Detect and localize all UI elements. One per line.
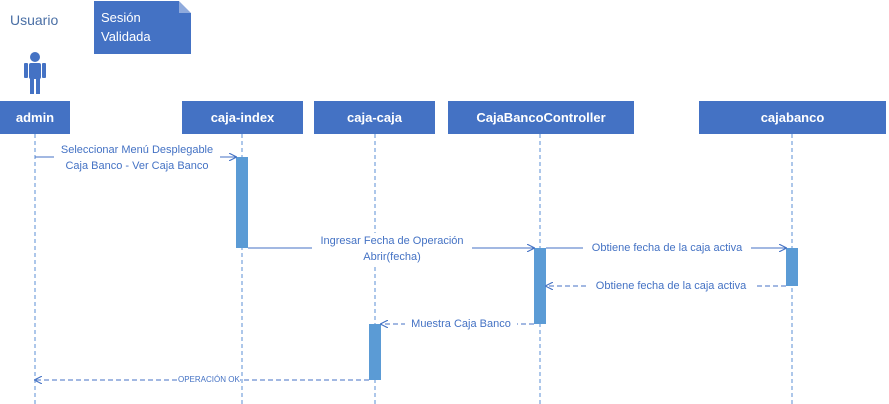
participant-admin: admin xyxy=(0,101,70,134)
note-line-2: Validada xyxy=(101,29,151,44)
participant-caja-caja: caja-caja xyxy=(314,101,435,134)
message-label-3: Obtiene fecha de la caja activa xyxy=(583,240,751,256)
message-label-2: Ingresar Fecha de Operación Abrir(fecha) xyxy=(312,233,472,265)
message-label-6: OPERACIÓN OK xyxy=(178,375,240,384)
participant-cajabanco-controller: CajaBancoController xyxy=(448,101,634,134)
session-note: Sesión Validada xyxy=(94,1,191,54)
message-label-5: Muestra Caja Banco xyxy=(405,316,517,332)
message-label-1-line-2: Caja Banco - Ver Caja Banco xyxy=(65,160,209,172)
message-label-1-line-1: Seleccionar Menú Desplegable xyxy=(60,144,214,156)
message-label-2-line-2: Abrir(fecha) xyxy=(363,251,421,263)
activation-cajabanco xyxy=(786,248,798,286)
message-label-1: Seleccionar Menú Desplegable Caja Banco … xyxy=(54,142,220,174)
message-label-4: Obtiene fecha de la caja activa xyxy=(587,278,755,294)
activation-cajabanco-controller xyxy=(534,248,546,324)
actor-label: Usuario xyxy=(10,12,59,28)
user-actor-icon xyxy=(24,52,46,94)
note-fold-corner xyxy=(179,1,191,13)
participant-cajabanco: cajabanco xyxy=(699,101,886,134)
message-label-2-line-1: Ingresar Fecha de Operación xyxy=(320,235,464,247)
activation-caja-index xyxy=(236,157,248,248)
note-line-1: Sesión xyxy=(101,10,141,25)
activation-caja-caja xyxy=(369,324,381,380)
participant-caja-index: caja-index xyxy=(182,101,303,134)
